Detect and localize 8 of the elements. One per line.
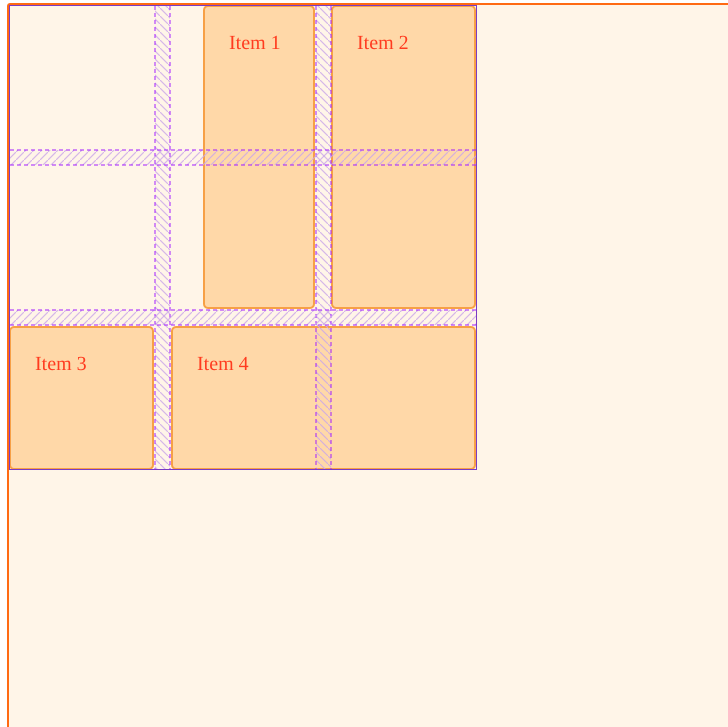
item-label: Item 4 (197, 353, 249, 376)
grid-item (331, 5, 476, 309)
item-label: Item 3 (35, 353, 87, 376)
grid-item (203, 5, 315, 309)
item-label: Item 1 (229, 32, 281, 55)
grid-item (171, 326, 476, 470)
item-label: Item 2 (357, 32, 409, 55)
grid-item (9, 326, 154, 470)
